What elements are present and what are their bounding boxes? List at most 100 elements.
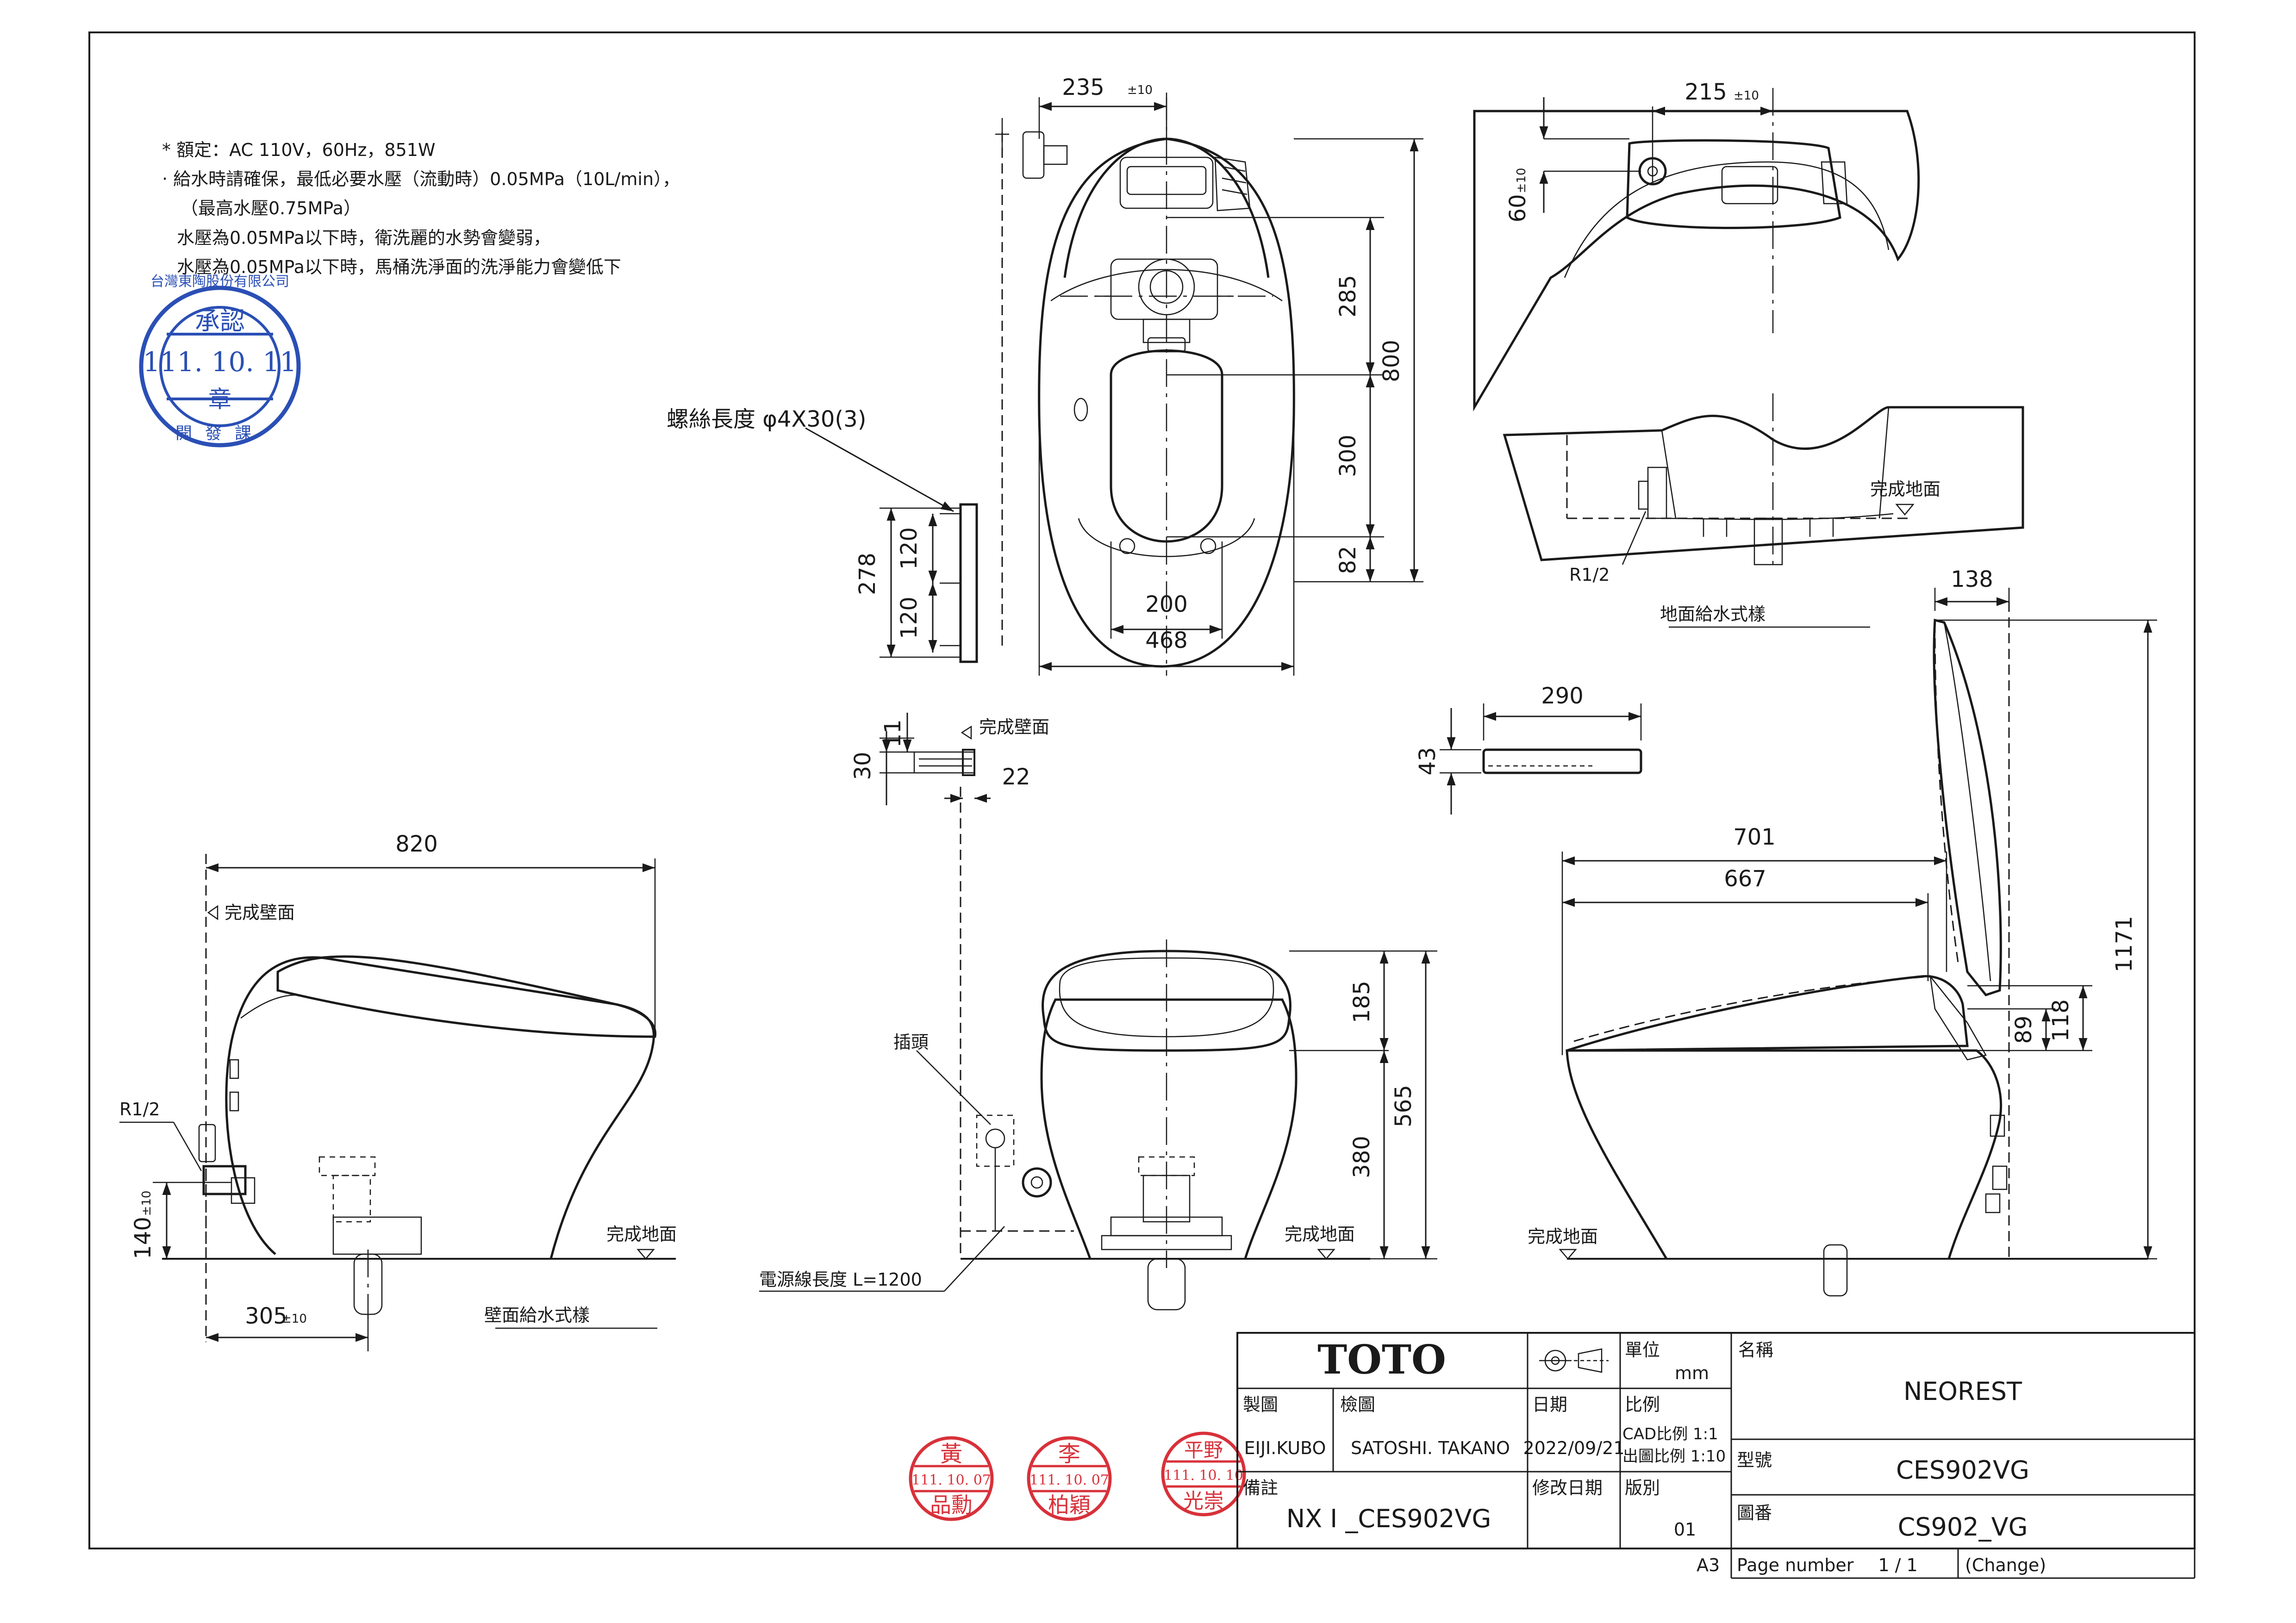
projection-symbol-icon [1539,1348,1609,1373]
checked-by: SATOSHI. TAKANO [1351,1438,1510,1458]
dim-140-tol: ±10 [140,1191,154,1216]
seal-2-bottom: 柏穎 [1048,1492,1091,1517]
drawing-number: CS902_VG [1898,1512,2028,1542]
dim-82: 82 [1335,546,1361,574]
note-rating: * 額定：AC 110V，60Hz，851W [162,140,436,160]
approval-stamp-bottom: 開發課 [175,424,264,443]
seal-2-date: 111. 10. 07 [1029,1472,1109,1488]
callout-r12-floor: R1/2 [1569,565,1610,585]
page-number: 1 / 1 [1878,1555,1917,1575]
dim-285: 285 [1335,275,1361,317]
seal-1-date: 111. 10. 07 [911,1472,991,1488]
seal-3-date: 111. 10. 10 [1164,1468,1243,1484]
dim-200: 200 [1145,591,1188,617]
date-label: 日期 [1532,1394,1567,1415]
remote-panel-detail: 290 43 [1415,683,1642,815]
dim-235-tol: ±10 [1127,83,1153,97]
dim-800: 800 [1379,340,1404,382]
dim-305: 305 [245,1303,287,1329]
revision-date-label: 修改日期 [1532,1478,1603,1498]
note-pressure-max: （最高水壓0.75MPa） [181,198,361,218]
sheet-size: A3 [1697,1555,1720,1575]
callout-screw-length: 螺絲長度 φ4X30(3) [667,406,866,432]
seal-1: 黃 111. 10. 07 品勳 [909,1436,994,1521]
remarks-value: NX I _CES902VG [1286,1504,1491,1533]
approval-stamp-seal: 章 [208,386,231,413]
dim-60-tol: ±10 [1515,168,1529,193]
mounting-plate-view: 278 120 120 螺絲長度 φ4X30(3) [667,406,978,663]
callout-plug: 插頭 [893,1032,929,1052]
dim-300: 300 [1335,435,1361,477]
unit-value: mm [1675,1363,1709,1383]
brand-logo: TOTO [1317,1337,1446,1383]
seal-2: 李 111. 10. 07 柏穎 [1027,1436,1112,1521]
change-label: (Change) [1965,1555,2046,1575]
sheet-border [88,31,2196,1549]
dim-215: 215 [1685,79,1727,105]
rear-view: 215 ±10 60 ±10 [1473,79,1920,412]
drawing-date: 2022/09/21 [1523,1438,1624,1458]
approval-stamp-ring: 台灣東陶股份有限公司 [150,274,289,290]
seal-1-bottom: 品勳 [930,1492,973,1517]
dim-185: 185 [1349,981,1375,1023]
dim-138: 138 [1951,566,1993,592]
dim-11: 11 [880,719,906,747]
name-label: 名稱 [1738,1340,1773,1360]
wall-supply-label: 壁面給水式樣 [484,1305,590,1325]
dim-565: 565 [1391,1085,1416,1127]
title-block: TOTO 單位 mm 名稱 NEOREST 製圖 檢圖 日期 比例 EIJI.K… [1236,1332,2196,1579]
dim-1171: 1171 [2111,916,2137,972]
front-view: 插頭 電源線長度 L=1200 完成地面 185 380 565 [759,787,1437,1311]
edition-label: 版別 [1625,1478,1660,1498]
seal-3-top: 平野 [1184,1439,1223,1461]
dim-290: 290 [1541,683,1584,709]
note-washlet-weak: 水壓為0.05MPa以下時，衛洗麗的水勢會變弱， [177,228,551,248]
dim-60: 60 [1505,194,1531,222]
dim-235: 235 [1062,75,1104,100]
approval-stamp-date: 111. 10. 11 [143,346,297,378]
callout-finished-wall-bracket: 完成壁面 [979,717,1049,737]
callout-finished-floor-right: 完成地面 [1528,1226,1598,1247]
approval-stamp-title: 承認 [195,306,245,336]
dim-667: 667 [1724,866,1766,892]
callout-finished-wall-side: 完成壁面 [225,902,295,923]
checked-label: 檢圖 [1340,1394,1375,1415]
drawing-no-label: 圖番 [1737,1503,1772,1523]
dim-89: 89 [2011,1015,2037,1044]
page-label: Page number [1737,1555,1854,1575]
edition-value: 01 [1674,1519,1696,1540]
drawn-label: 製圖 [1243,1394,1278,1415]
dim-22: 22 [1002,764,1030,790]
callout-finished-floor-side: 完成地面 [606,1224,677,1244]
dim-820: 820 [395,831,438,857]
dim-120-a: 120 [896,527,922,570]
note-pressure-min: ‧ 給水時請確保，最低必要水壓（流動時）0.05MPa（10L/min）， [162,169,680,189]
floor-supply-label: 地面給水式樣 [1660,604,1766,624]
remarks-label: 備註 [1243,1478,1278,1498]
signature-seals: 黃 111. 10. 07 品勳 李 111. 10. 07 柏穎 平野 111… [909,1431,1246,1521]
top-view: 235 ±10 800 285 300 82 200 468 [995,75,1423,676]
bracket-detail: 30 11 22 完成壁面 [850,713,1049,805]
dim-30: 30 [850,752,876,780]
approval-stamp: 台灣東陶股份有限公司 承認 111. 10. 11 章 開發課 [139,274,301,448]
floor-supply-view: R1/2 完成地面 地面給水式樣 [1503,393,2024,628]
cad-scale: CAD比例 1:1 [1622,1425,1718,1443]
callout-power-cord: 電源線長度 L=1200 [759,1269,922,1290]
callout-r12-wall: R1/2 [119,1099,160,1119]
dim-305-tol: ±10 [281,1312,307,1326]
note-bowl-weak: 水壓為0.05MPa以下時，馬桶洗淨面的洗淨能力會變低下 [177,257,621,277]
callout-finished-floor-top: 完成地面 [1870,479,1940,499]
model-number: CES902VG [1896,1455,2029,1485]
unit-label: 單位 [1625,1340,1660,1360]
dim-118: 118 [2048,999,2074,1042]
product-name: NEOREST [1903,1377,2022,1406]
side-view-lid-open: 完成地面 701 667 138 1171 89 118 [1528,566,2157,1297]
dim-468: 468 [1145,628,1188,653]
spec-notes: * 額定：AC 110V，60Hz，851W ‧ 給水時請確保，最低必要水壓（流… [162,140,680,277]
scale-label: 比例 [1625,1394,1660,1415]
model-label: 型號 [1737,1450,1772,1470]
dim-701: 701 [1733,824,1776,850]
seal-2-top: 李 [1058,1441,1080,1467]
seal-1-top: 黃 [940,1441,962,1467]
